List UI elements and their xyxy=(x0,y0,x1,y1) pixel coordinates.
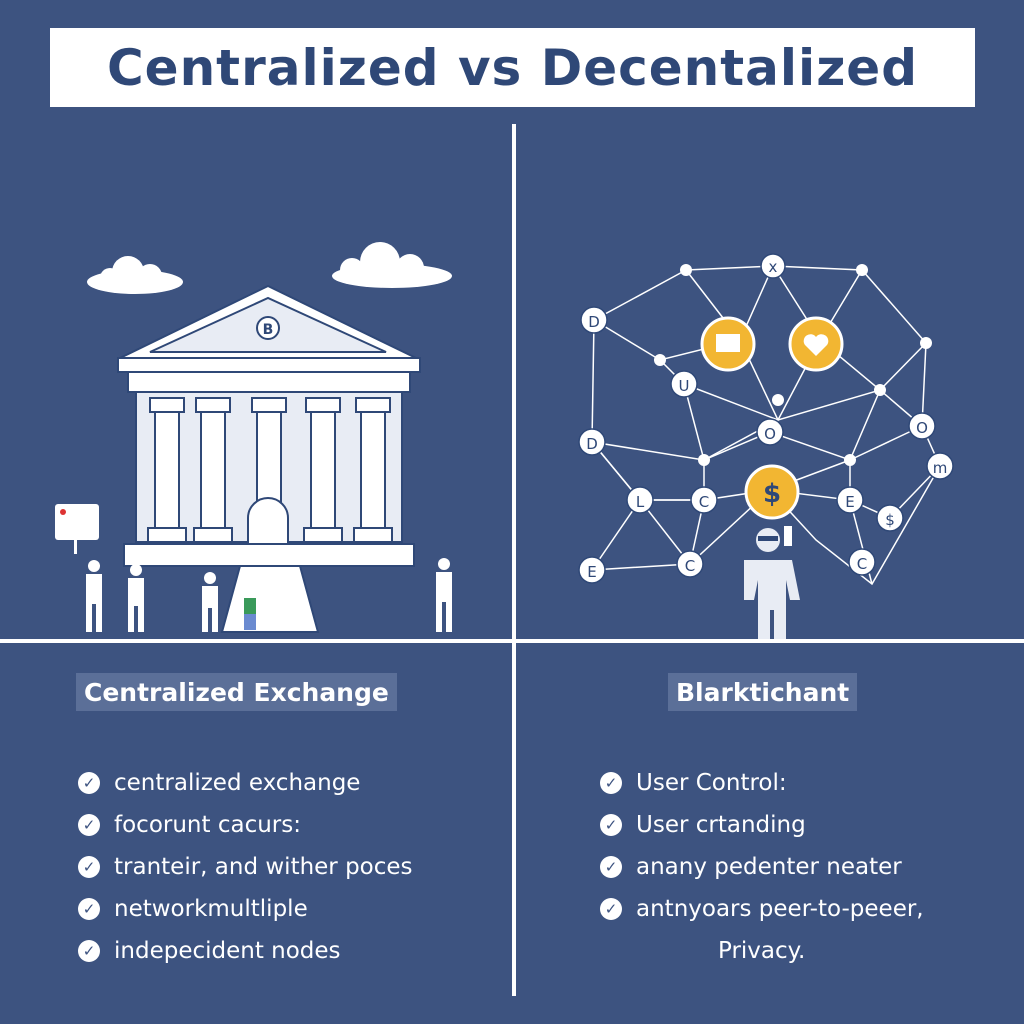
svg-text:O: O xyxy=(764,425,776,443)
horizontal-divider xyxy=(0,639,1024,643)
node: $ xyxy=(876,504,904,532)
left-heading: Centralized Exchange xyxy=(76,673,397,711)
svg-text:L: L xyxy=(636,493,645,511)
list-item: ✓networkmultliple xyxy=(78,888,413,930)
node: U xyxy=(670,370,698,398)
list-item: ✓centralized exchange xyxy=(78,762,413,804)
node: L xyxy=(626,486,654,514)
list-item: ✓indepecident nodes xyxy=(78,930,413,972)
svg-text:$: $ xyxy=(885,511,895,529)
check-icon: ✓ xyxy=(78,856,100,878)
check-icon: ✓ xyxy=(78,814,100,836)
svg-text:m: m xyxy=(933,459,948,477)
svg-text:D: D xyxy=(586,435,598,453)
title-banner: Centralized vs Decentalized xyxy=(50,28,975,107)
people-icon xyxy=(86,558,452,632)
right-heading: Blarktichant xyxy=(668,673,858,711)
box-bubble-icon xyxy=(700,316,756,372)
vertical-divider xyxy=(512,124,516,996)
svg-text:O: O xyxy=(916,419,928,437)
list-item: ✓anany pedenter neater xyxy=(600,846,924,888)
svg-text:C: C xyxy=(857,555,867,573)
list-item: ✓focorunt cacurs: xyxy=(78,804,413,846)
cloud-icon xyxy=(87,256,183,294)
dollar-coin-icon: $ xyxy=(744,464,800,520)
node: D xyxy=(578,428,606,456)
illustrations: B x D U D O O m L C E $ E C C g[data-nam… xyxy=(55,242,954,640)
cloud-icon xyxy=(332,242,452,288)
svg-text:C: C xyxy=(685,557,695,575)
node: C xyxy=(848,548,876,576)
person-with-phone-icon xyxy=(744,526,800,640)
svg-text:E: E xyxy=(845,493,854,511)
bank-building-icon xyxy=(117,284,421,633)
svg-text:U: U xyxy=(679,377,690,395)
svg-text:x: x xyxy=(769,258,778,276)
list-item: ✓antnyoars peer-to-peeer, xyxy=(600,888,924,930)
node: D xyxy=(580,306,608,334)
sign-icon xyxy=(55,504,99,554)
svg-text:C: C xyxy=(699,493,709,511)
check-icon: ✓ xyxy=(600,856,622,878)
network-small-nodes xyxy=(654,264,932,466)
heart-bubble-icon xyxy=(788,316,844,372)
list-item: ✓tranteir, and wither poces xyxy=(78,846,413,888)
network-labeled-nodes: x D U D O O m L C E $ E C C xyxy=(578,253,954,584)
check-icon: ✓ xyxy=(78,940,100,962)
check-icon: ✓ xyxy=(600,898,622,920)
check-icon: ✓ xyxy=(600,814,622,836)
right-feature-list: ✓User Control: ✓User crtanding ✓anany pe… xyxy=(600,762,924,930)
svg-text:$: $ xyxy=(763,479,781,509)
privacy-text: Privacy. xyxy=(718,938,806,964)
page-title: Centralized vs Decentalized xyxy=(106,38,919,97)
check-icon: ✓ xyxy=(78,898,100,920)
node: O xyxy=(908,412,936,440)
check-icon: ✓ xyxy=(600,772,622,794)
node: E xyxy=(578,556,606,584)
node: m xyxy=(926,452,954,480)
svg-text:D: D xyxy=(588,313,600,331)
list-item: ✓User Control: xyxy=(600,762,924,804)
left-feature-list: ✓centralized exchange ✓focorunt cacurs: … xyxy=(78,762,413,972)
node: x xyxy=(760,253,786,279)
node: E xyxy=(836,486,864,514)
node: O xyxy=(756,418,784,446)
list-item: ✓User crtanding xyxy=(600,804,924,846)
check-icon: ✓ xyxy=(78,772,100,794)
person-icon xyxy=(244,587,256,630)
node: C xyxy=(676,550,704,578)
svg-text:E: E xyxy=(587,563,596,581)
node: C xyxy=(690,486,718,514)
bank-symbol: B xyxy=(263,322,274,338)
